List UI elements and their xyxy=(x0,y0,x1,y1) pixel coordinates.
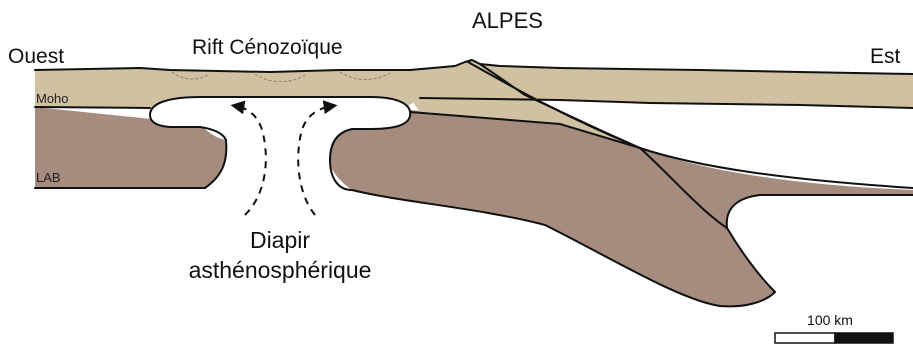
slab-window-edge xyxy=(727,195,913,228)
diapir-caption: Diapir asthénosphérique xyxy=(150,225,410,285)
label-diapir-line1: Diapir xyxy=(150,225,410,255)
label-alps: ALPES xyxy=(472,8,543,34)
label-east: Est xyxy=(870,45,900,69)
label-diapir-line2: asthénosphérique xyxy=(150,255,410,285)
label-lab: LAB xyxy=(36,170,61,185)
scale-bar-black-segment xyxy=(835,333,893,343)
label-west: Ouest xyxy=(8,45,64,69)
moho-line-west xyxy=(35,107,150,108)
scale-bar xyxy=(775,333,893,343)
scale-bar-white-segment xyxy=(775,333,835,343)
label-rift: Rift Cénozoïque xyxy=(192,36,343,60)
label-moho: Moho xyxy=(36,91,69,106)
scale-bar-label: 100 km xyxy=(790,312,870,328)
